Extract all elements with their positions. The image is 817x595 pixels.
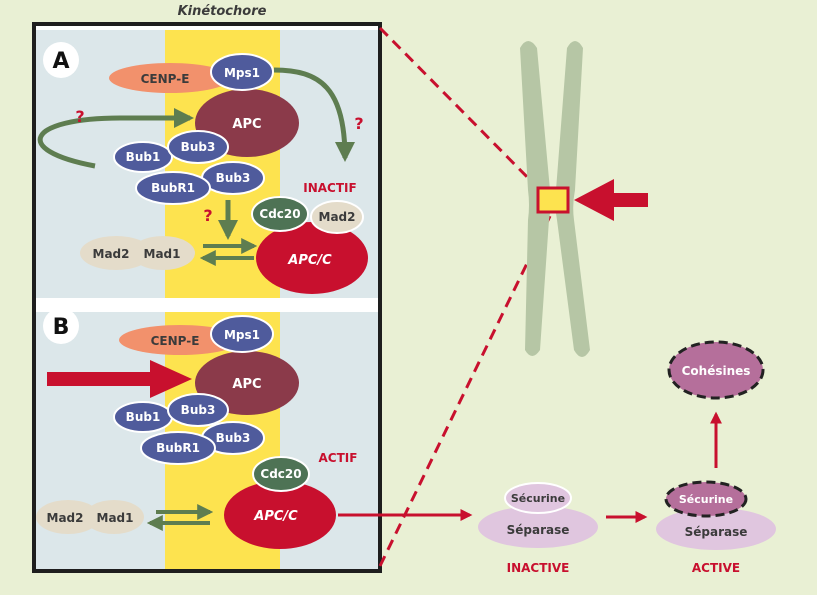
bubr1-b-label: BubR1 [156,441,200,455]
mad2-a-label: Mad2 [93,247,130,261]
arrow-red-in-head [150,360,192,398]
arrow-loop-to-apc [37,108,194,169]
arrow-kinetochore-head [574,179,614,221]
bub1-b-label: Bub1 [126,410,161,424]
apcc-b [224,481,336,549]
cenpe-a [109,63,231,93]
kinetochore-box [536,186,570,214]
mad1-b-label: Mad1 [97,511,134,525]
question-mark-loop: ? [75,107,84,126]
separase-pathway: Sécurine Séparase INACTIVE Sécurine Sépa… [338,340,776,575]
question-mark-mps1: ? [354,114,363,133]
panel-b-badge [43,308,79,344]
bub3-b-upper [167,393,229,427]
arrow-kinetochore-shaft [610,193,648,207]
panel-b-label: B [53,315,70,340]
bubr1-a-label: BubR1 [151,181,195,195]
securine-bound [504,482,572,514]
question-mark-down: ? [203,206,212,225]
securine-released [664,480,748,518]
chromatid-right [555,41,590,357]
panel-a-badge [43,42,79,78]
cdc20-a [251,196,309,232]
bub3-a-lower-label: Bub3 [216,171,251,185]
mad2-a-bound [310,200,364,234]
mad-pair-a-right [131,236,195,270]
cenpe-b-label: CENP-E [151,334,200,348]
separase-inactive-label: Séparase [507,523,570,537]
apcc-a [256,222,368,294]
kinetochore-border [32,22,382,573]
kinetochore-title: Kinétochore [178,4,267,19]
apc-b-label: APC [232,377,261,392]
state-actif: ACTIF [319,451,358,465]
bub3-a-upper-label: Bub3 [181,140,216,154]
mad-pair-b-right [84,500,144,534]
zoom-line-top [378,26,542,192]
mps1-b [210,315,274,353]
apc-a-label: APC [232,117,261,132]
arrow-mps1-to-cdc20 [273,67,355,162]
cdc20-a-label: Cdc20 [259,207,300,221]
mps1-b-label: Mps1 [224,328,260,342]
cdc20-b [252,456,310,492]
separase-active [656,508,776,550]
mad2-a-bound-label: Mad2 [319,210,356,224]
label-active: ACTIVE [692,561,740,575]
arrow-red-in-shaft [47,372,157,386]
panel-a-diagram: A ? ? ? CENP-E APC Mps1 Bub3 BubR1 Bub1 … [37,42,368,294]
mad2-b-label: Mad2 [47,511,84,525]
bub3-b-upper-label: Bub3 [181,403,216,417]
separase-active-label: Séparase [685,525,748,539]
bub1-a-label: Bub1 [126,150,161,164]
apcc-a-label: APC/C [287,253,332,268]
apcc-b-label: APC/C [253,509,298,524]
state-inactif: INACTIF [303,181,356,195]
mps1-a-label: Mps1 [224,66,260,80]
zoom-line-bottom [378,211,554,567]
mad-pair-a [80,236,152,270]
mps1-a [210,53,274,91]
panel-a-label: A [52,49,69,74]
securine-released-label: Sécurine [679,493,733,506]
chromatid-left [520,41,551,356]
mad-pair-b [36,500,100,534]
bub3-b-lower-label: Bub3 [216,431,251,445]
cohesines-label: Cohésines [682,364,751,378]
label-inactive: INACTIVE [507,561,570,575]
chromosome [520,41,590,357]
cenpe-a-label: CENP-E [141,72,190,86]
cdc20-b-label: Cdc20 [260,467,301,481]
panel-b-diagram: B CENP-E APC Mps1 Bub3 BubR1 Bub1 Bub3 A… [36,308,357,549]
mad1-a-label: Mad1 [144,247,181,261]
bubr1-b [140,431,216,465]
bub1-a [113,141,173,173]
cohesines [667,340,765,400]
bubr1-a [135,171,211,205]
separase-inactive [478,506,598,548]
bub3-a-upper [167,130,229,164]
securine-bound-label: Sécurine [511,492,565,505]
